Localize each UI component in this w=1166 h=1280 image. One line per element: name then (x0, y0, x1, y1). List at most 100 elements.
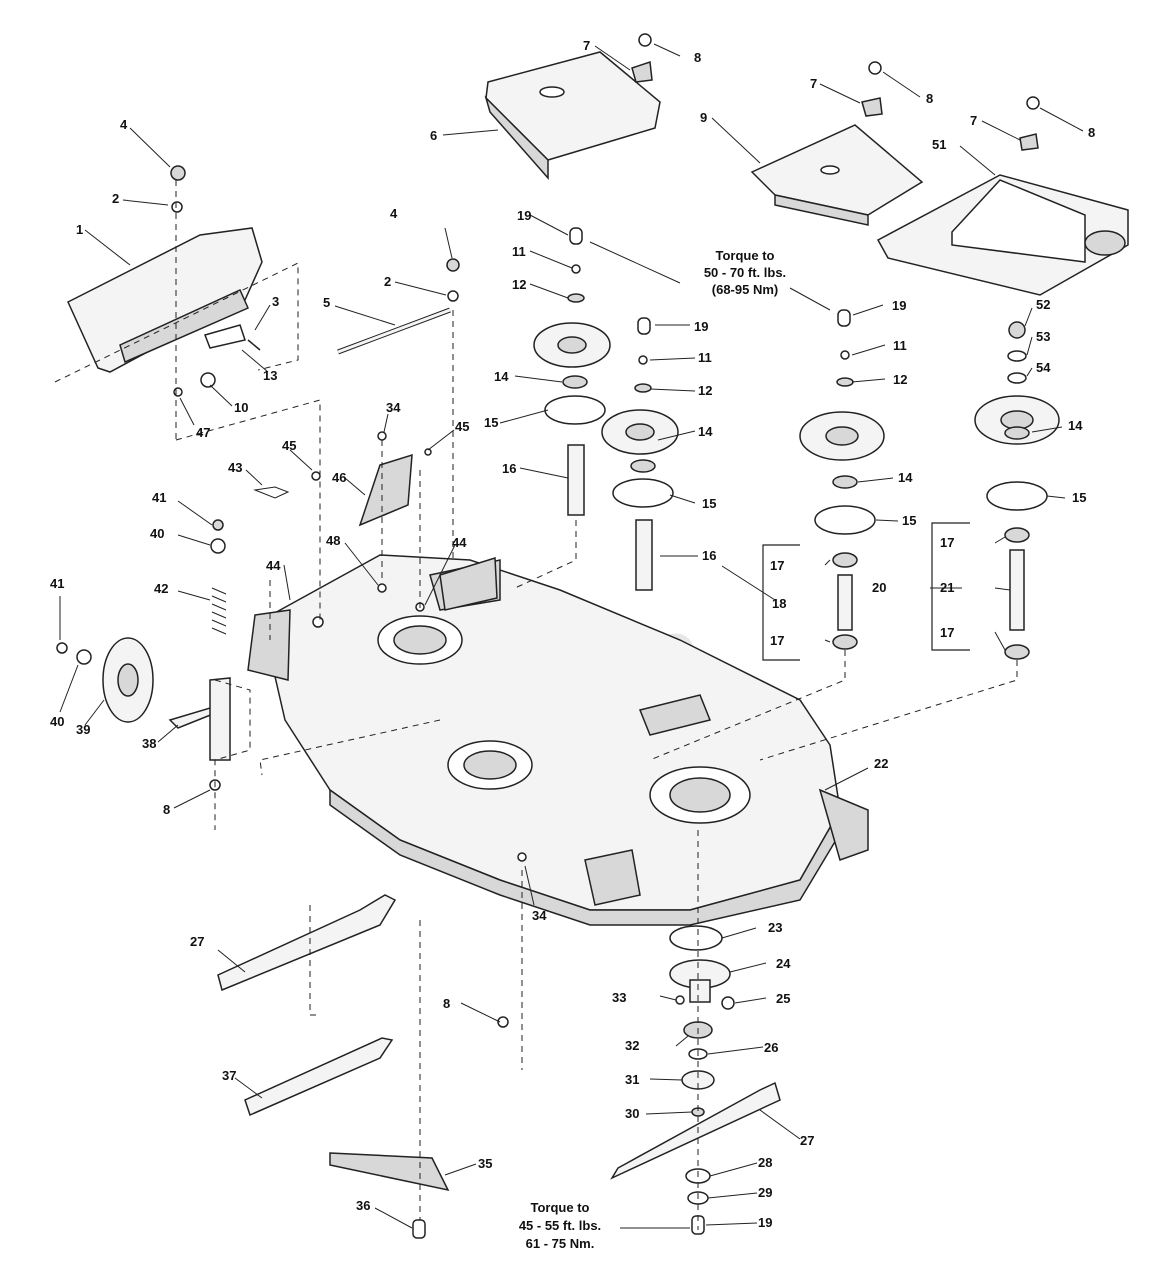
callout: 31 (625, 1072, 639, 1087)
callout: 41 (50, 576, 64, 591)
callout: 19 (517, 208, 531, 223)
callout: 22 (874, 756, 888, 771)
callout: 17 (770, 633, 784, 648)
callout: 36 (356, 1198, 370, 1213)
callout: 32 (625, 1038, 639, 1053)
callout: 30 (625, 1106, 639, 1121)
blade-27-left (217, 894, 397, 992)
callout: 19 (694, 319, 708, 334)
svg-text:Torque to: Torque to (531, 1200, 590, 1215)
belt-cover-center (750, 124, 924, 226)
callout: 34 (386, 400, 401, 415)
blade-bolt (412, 1219, 426, 1239)
blade-35 (329, 1152, 450, 1192)
callout: 48 (326, 533, 340, 548)
svg-text:45 - 55 ft. lbs.: 45 - 55 ft. lbs. (519, 1218, 601, 1233)
callout: 12 (698, 383, 712, 398)
bracket-18 (762, 544, 800, 661)
callout: 14 (698, 424, 713, 439)
spindle-right-b (974, 321, 1060, 660)
callout: 35 (478, 1156, 492, 1171)
callout: 52 (1036, 297, 1050, 312)
mower-deck (247, 554, 869, 926)
callout: 5 (323, 295, 330, 310)
callout: 26 (764, 1040, 778, 1055)
callout: 41 (152, 490, 166, 505)
callout: 53 (1036, 329, 1050, 344)
callout: 15 (902, 513, 916, 528)
callout: 21 (940, 580, 954, 595)
callout: 15 (1072, 490, 1086, 505)
torque-note-top: Torque to 50 - 70 ft. lbs. (68-95 Nm) (704, 248, 786, 297)
belt-cover-left (484, 51, 661, 180)
callout: 25 (776, 991, 790, 1006)
callout: 23 (768, 920, 782, 935)
callout: 7 (583, 38, 590, 53)
callout: 24 (776, 956, 791, 971)
callout: 4 (120, 117, 128, 132)
callout: 45 (455, 419, 469, 434)
svg-text:Torque to: Torque to (716, 248, 775, 263)
callout: 47 (196, 425, 210, 440)
callout: 45 (282, 438, 296, 453)
callout: 51 (932, 137, 946, 152)
callout: 16 (502, 461, 516, 476)
callout: 17 (770, 558, 784, 573)
callout: 37 (222, 1068, 236, 1083)
svg-text:50 - 70 ft. lbs.: 50 - 70 ft. lbs. (704, 265, 786, 280)
callout: 19 (758, 1215, 772, 1230)
callout: 39 (76, 722, 90, 737)
hinge-rod (337, 258, 460, 355)
callout: 54 (1036, 360, 1051, 375)
leader-lines (59, 43, 1084, 1229)
callout: 10 (234, 400, 248, 415)
callout: 8 (694, 50, 701, 65)
callout: 18 (772, 596, 786, 611)
callout: 40 (50, 714, 64, 729)
gauge-wheel (56, 637, 231, 761)
callout: 46 (332, 470, 346, 485)
belt-cover-right (876, 174, 1129, 296)
callout: 12 (893, 372, 907, 387)
callout: 2 (384, 274, 391, 289)
discharge-chute (67, 227, 263, 373)
callout: 43 (228, 460, 242, 475)
callout: 11 (512, 244, 526, 259)
callout: 14 (494, 369, 509, 384)
callout: 17 (940, 535, 954, 550)
callout: 11 (698, 350, 712, 365)
callout: 42 (154, 581, 168, 596)
baffle (358, 453, 413, 527)
callout: 7 (970, 113, 977, 128)
svg-text:61 - 75 Nm.: 61 - 75 Nm. (526, 1236, 595, 1251)
bracket-20 (931, 522, 970, 651)
callout: 17 (940, 625, 954, 640)
callout: 44 (266, 558, 281, 573)
callout: 12 (512, 277, 526, 292)
callout: 28 (758, 1155, 772, 1170)
callout: 16 (702, 548, 716, 563)
callout: 14 (898, 470, 913, 485)
callout: 6 (430, 128, 437, 143)
callout: 8 (1088, 125, 1095, 140)
callout-labels: 1 2 2 3 4 4 5 6 7 7 7 8 8 8 8 8 9 10 11 … (50, 38, 1095, 1230)
callout: 8 (926, 91, 933, 106)
callout: 13 (263, 368, 277, 383)
assembly-lines (54, 180, 1018, 1230)
callout: 33 (612, 990, 626, 1005)
spindle-right-a (799, 309, 885, 650)
callout: 9 (700, 110, 707, 125)
callout: 44 (452, 535, 467, 550)
callout: 38 (142, 736, 156, 751)
callout: 3 (272, 294, 279, 309)
callout: 14 (1068, 418, 1083, 433)
callout: 15 (484, 415, 498, 430)
blade-27-right (610, 1081, 781, 1180)
callout: 27 (800, 1133, 814, 1148)
torque-note-bottom: Torque to 45 - 55 ft. lbs. 61 - 75 Nm. (519, 1200, 601, 1251)
callout: 20 (872, 580, 886, 595)
cover-clips (631, 33, 1040, 151)
callout: 4 (390, 206, 398, 221)
spindle-left (533, 227, 611, 516)
